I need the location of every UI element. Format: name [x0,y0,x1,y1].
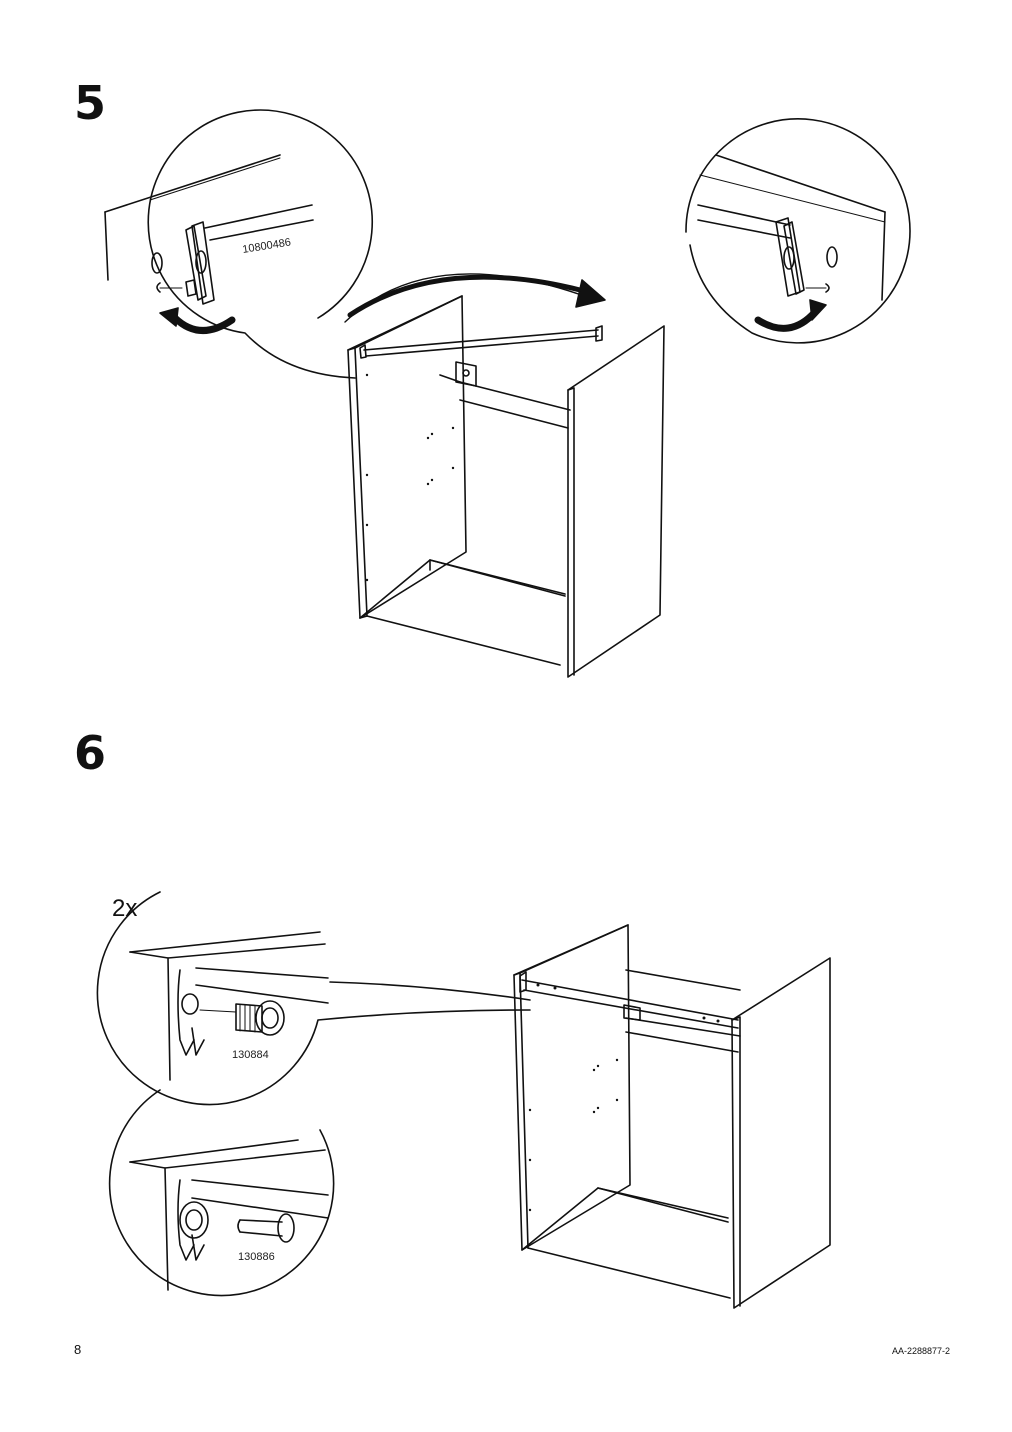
step-6-number: 6 [74,726,107,780]
step-5-cabinet [347,295,665,678]
step-5-number: 5 [74,76,107,130]
quantity-2x: 2x [112,895,137,922]
page-number: 8 [74,1342,82,1357]
part-id-130886: 130886 [238,1251,275,1263]
step-6-cabinet [513,924,831,1309]
step-5-illustration: 10800486 [104,109,911,678]
part-id-10800486: 10800486 [242,236,292,256]
step-6-lower-detail-circle: 130886 [108,1089,335,1297]
document-id: AA-2288877-2 [891,1346,950,1356]
step-6-illustration: 2x 130884 [96,891,831,1309]
step-6-upper-detail-circle: 130884 [96,891,531,1106]
part-id-130884: 130884 [232,1049,269,1061]
step-5-left-detail-circle: 10800486 [104,109,374,379]
step-5-right-detail-circle [685,118,911,344]
